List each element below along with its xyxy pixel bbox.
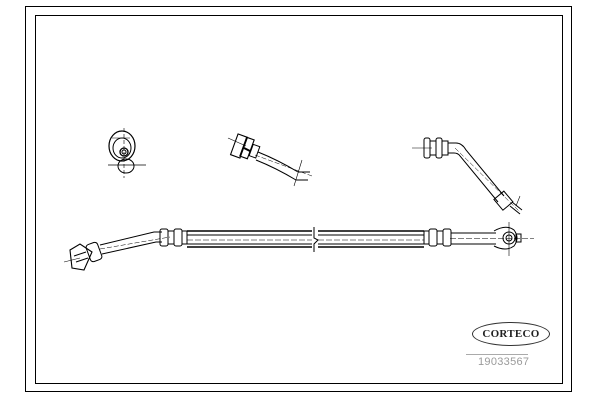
outer-frame: [25, 6, 572, 392]
end-fitting-front-view: [108, 128, 146, 178]
fitting-angled-view-right: [412, 137, 523, 215]
corteco-logo: CORTECO: [472, 322, 550, 346]
part-number-underline: [466, 354, 528, 355]
fitting-side-view-left: [227, 133, 313, 187]
part-number: 19033567: [478, 356, 530, 368]
inner-frame: [35, 15, 563, 384]
brake-hose-full-length: [63, 222, 534, 271]
